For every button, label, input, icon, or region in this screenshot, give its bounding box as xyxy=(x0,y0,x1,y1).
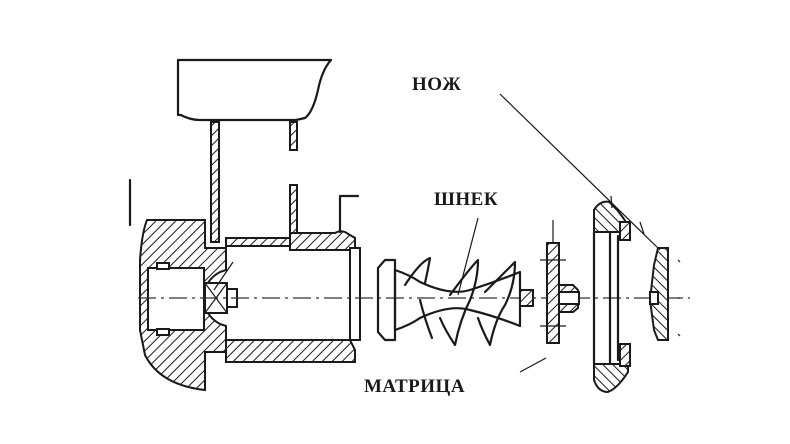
knife xyxy=(648,247,681,341)
label-knife: НОЖ xyxy=(412,74,461,95)
clamp-ring xyxy=(592,200,631,394)
hopper-tray xyxy=(176,58,333,122)
grinder-housing xyxy=(139,194,361,392)
label-die: МАТРИЦА xyxy=(364,376,465,397)
hopper-neck xyxy=(210,121,298,244)
die-plate xyxy=(519,220,580,373)
auger xyxy=(376,217,534,347)
knife-leader xyxy=(499,93,661,251)
label-auger: ШНЕК xyxy=(434,189,498,210)
